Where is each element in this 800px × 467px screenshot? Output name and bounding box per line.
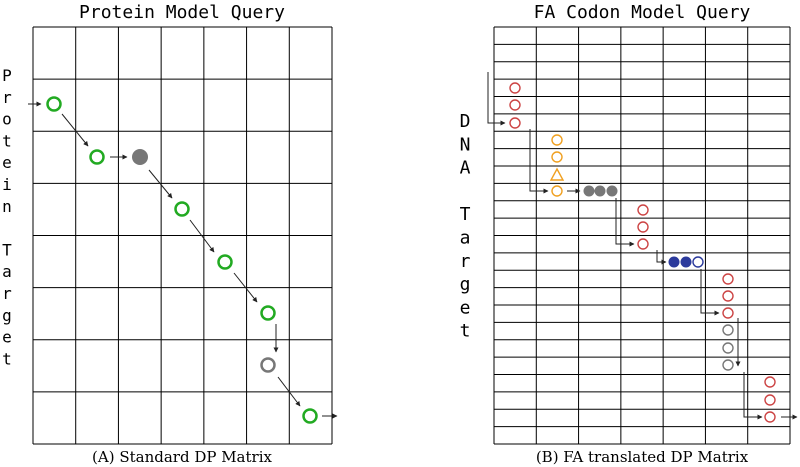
state-open-green bbox=[260, 305, 276, 321]
state-open-red bbox=[637, 238, 649, 250]
side-letter: T bbox=[2, 240, 12, 259]
state-open-red bbox=[722, 273, 734, 285]
state-open-green bbox=[46, 96, 62, 112]
path-arrow bbox=[61, 113, 89, 147]
state-open-red bbox=[764, 394, 776, 406]
side-letter: g bbox=[460, 274, 471, 295]
state-open-orange bbox=[551, 134, 563, 146]
side-letter: N bbox=[460, 134, 471, 155]
path-arrow bbox=[529, 129, 549, 194]
path-arrow bbox=[233, 272, 258, 303]
side-letter: P bbox=[2, 66, 12, 85]
state-open-red bbox=[764, 411, 776, 423]
state-triangle-orange bbox=[549, 167, 565, 181]
state-open-green bbox=[302, 408, 318, 424]
state-open-orange bbox=[551, 185, 563, 197]
state-open-gray bbox=[722, 342, 734, 354]
state-filled-gray bbox=[583, 185, 595, 197]
state-open-red bbox=[509, 117, 521, 129]
path-arrow bbox=[700, 269, 720, 316]
side-letter: g bbox=[2, 306, 12, 325]
state-open-orange bbox=[551, 151, 563, 163]
state-open-red bbox=[637, 204, 649, 216]
side-letter: A bbox=[460, 158, 471, 179]
side-letter: t bbox=[2, 349, 12, 368]
panel-a-title: Protein Model Query bbox=[79, 2, 285, 23]
state-open-green bbox=[217, 254, 233, 270]
side-letter: e bbox=[2, 153, 12, 172]
state-filled-blue bbox=[668, 256, 680, 268]
state-open-green bbox=[174, 201, 190, 217]
state-open-red bbox=[509, 82, 521, 94]
panel-b-caption: (B) FA translated DP Matrix bbox=[536, 448, 749, 466]
path-arrow bbox=[277, 376, 301, 407]
state-filled-blue bbox=[680, 256, 692, 268]
path-arrow bbox=[656, 250, 667, 265]
panel-a-path bbox=[28, 96, 338, 424]
state-open-green bbox=[89, 149, 105, 165]
path-arrow bbox=[615, 198, 635, 247]
state-filled-gray bbox=[594, 185, 606, 197]
panel-b-title: FA Codon Model Query bbox=[534, 2, 751, 23]
path-arrow bbox=[148, 169, 173, 199]
panel-a-caption: (A) Standard DP Matrix bbox=[92, 448, 272, 466]
state-open-red bbox=[722, 290, 734, 302]
path-arrow bbox=[487, 72, 506, 126]
side-letter: r bbox=[2, 88, 12, 107]
side-letter: t bbox=[460, 321, 471, 342]
state-open-red bbox=[509, 99, 521, 111]
side-letter: t bbox=[2, 131, 12, 150]
state-open-gray bbox=[722, 324, 734, 336]
path-arrow bbox=[743, 372, 763, 420]
panel-b-grid bbox=[493, 26, 791, 445]
side-letter: e bbox=[460, 297, 471, 318]
side-letter: a bbox=[2, 262, 12, 281]
state-open-red bbox=[722, 307, 734, 319]
side-letter: i bbox=[2, 175, 12, 194]
panel-b-path bbox=[487, 72, 798, 423]
state-filled-gray bbox=[606, 185, 618, 197]
side-letter: T bbox=[460, 204, 471, 225]
side-letter: a bbox=[460, 228, 471, 249]
state-open-red bbox=[637, 221, 649, 233]
side-letter: r bbox=[460, 251, 471, 272]
state-open-gray bbox=[260, 357, 276, 373]
state-open-red bbox=[764, 376, 776, 388]
state-open-blue bbox=[692, 256, 704, 268]
state-filled-gray bbox=[132, 149, 148, 165]
side-letter: n bbox=[2, 197, 12, 216]
side-letter: o bbox=[2, 110, 12, 129]
side-letter: e bbox=[2, 328, 12, 347]
state-open-gray bbox=[722, 359, 734, 371]
path-arrow bbox=[189, 219, 215, 253]
side-letter: r bbox=[2, 284, 12, 303]
panel-a-grid bbox=[32, 26, 333, 445]
side-letter: D bbox=[460, 111, 471, 132]
